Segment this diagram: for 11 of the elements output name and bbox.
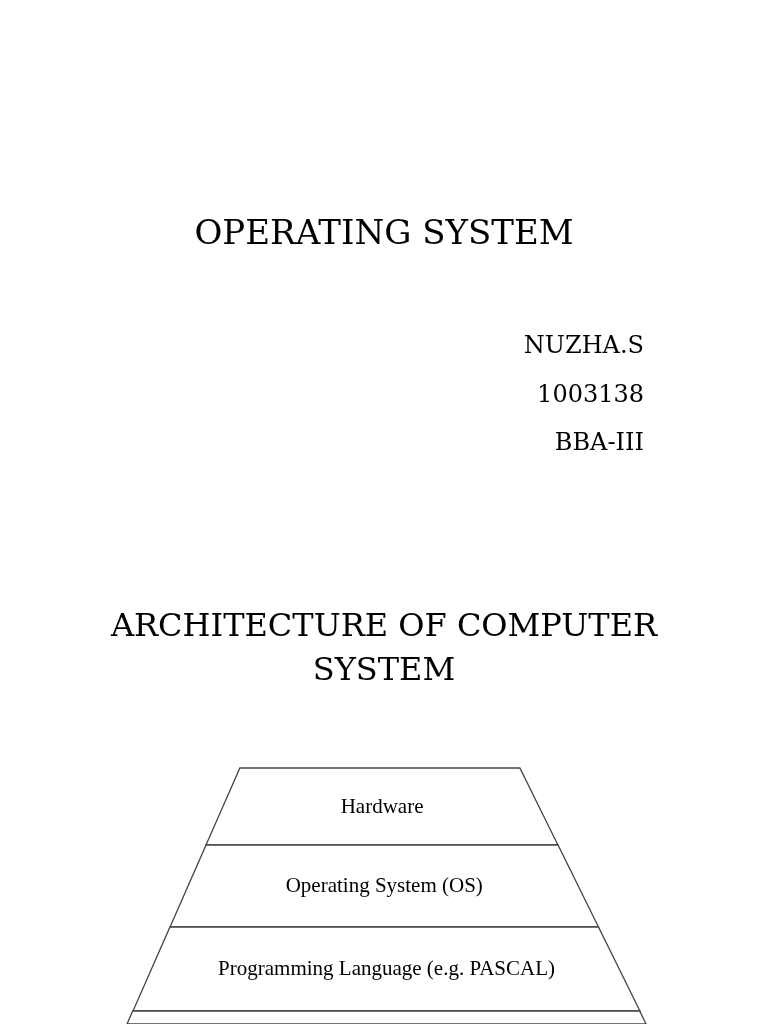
diagram-title: ARCHITECTURE OF COMPUTER SYSTEM bbox=[109, 605, 659, 690]
author-name: NUZHA.S bbox=[523, 331, 644, 359]
layer-band bbox=[127, 1011, 647, 1024]
layer-band bbox=[206, 768, 558, 845]
layer-label: Programming Language (e.g. PASCAL) bbox=[217, 956, 556, 981]
slide-title: OPERATING SYSTEM bbox=[193, 212, 575, 252]
layer-band bbox=[170, 845, 599, 927]
layer-label: Hardware bbox=[339, 793, 425, 819]
layer-label: Operating System (OS) bbox=[284, 873, 484, 898]
class-name: BBA-III bbox=[554, 428, 644, 456]
student-number: 1003138 bbox=[537, 380, 644, 408]
